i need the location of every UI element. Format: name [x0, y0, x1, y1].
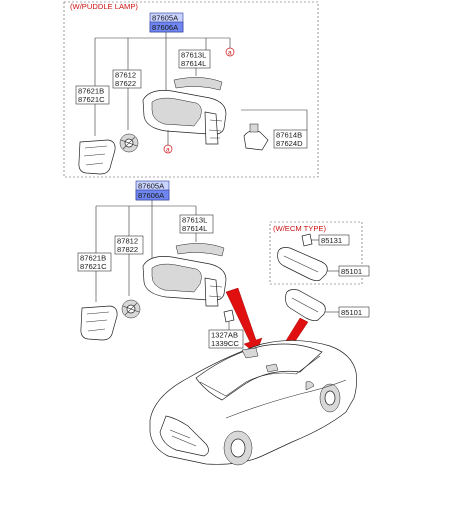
harness-label-b[interactable]: 1339CC	[211, 339, 239, 348]
harness-label-box[interactable]	[208, 329, 244, 349]
glass-label-b-mid[interactable]: 87621C	[80, 262, 107, 271]
sensor-label[interactable]: 85131	[321, 236, 342, 245]
mirror-assy-label-a-mid[interactable]: 87605A	[138, 182, 165, 191]
actuator-label-box[interactable]	[112, 69, 142, 89]
lamp-label-a[interactable]: 87614B	[276, 131, 302, 140]
callout-a-top: a	[228, 50, 232, 57]
mirror-glass-icon[interactable]	[78, 139, 116, 175]
puddle-lamp-icon[interactable]	[243, 130, 269, 151]
mirror-base-icon-mid	[204, 277, 219, 307]
middle-leader-lines	[95, 200, 197, 262]
mirror-assy-label-b[interactable]: 87606A	[152, 23, 179, 32]
inside-mirror-label[interactable]: 85101	[341, 308, 362, 317]
car-illustration	[149, 340, 358, 466]
ecm-panel	[269, 221, 363, 285]
cover-label-a-mid[interactable]: 87613L	[182, 216, 207, 225]
actuator-label-a-mid[interactable]: 87812	[117, 237, 138, 246]
glass-label-box[interactable]	[75, 85, 110, 105]
mirror-assy-label-b-mid[interactable]: 87606A	[138, 191, 165, 200]
glass-label-box-mid[interactable]	[77, 252, 112, 272]
glass-label-a[interactable]: 87621B	[78, 87, 104, 96]
mirror-assy-label-a[interactable]: 87605A	[152, 14, 179, 23]
ecm-mirror-label[interactable]: 85101	[341, 267, 362, 276]
mirror-glass-icon-mid[interactable]	[80, 305, 118, 341]
actuator-label-b[interactable]: 87622	[115, 79, 136, 88]
harness-connector-icon[interactable]	[223, 309, 235, 323]
cover-label-b-mid[interactable]: 87614L	[182, 224, 207, 233]
actuator-label-b-mid[interactable]: 87822	[117, 245, 138, 254]
ecm-title: (W/ECM TYPE)	[273, 224, 326, 233]
lamp-label-box[interactable]	[273, 129, 308, 149]
glass-label-a-mid[interactable]: 87621B	[80, 254, 106, 263]
puddle-lamp-title: (W/PUDDLE LAMP)	[70, 2, 138, 11]
cover-label-b[interactable]: 87614L	[181, 59, 206, 68]
cover-label-a[interactable]: 87613L	[181, 51, 206, 60]
lamp-label-b[interactable]: 87624D	[276, 139, 303, 148]
mirror-cover-icon-mid[interactable]	[175, 243, 225, 257]
mirror-assy-label-highlight	[149, 21, 184, 33]
ecm-inside-mirror-icon[interactable]	[277, 247, 328, 282]
puddle-lamp-panel	[63, 1, 319, 178]
sensor-icon[interactable]	[301, 233, 313, 247]
top-leader-lines	[94, 32, 230, 96]
glass-label-b[interactable]: 87621C	[78, 95, 105, 104]
actuator-label-a[interactable]: 87612	[115, 71, 136, 80]
harness-label-a[interactable]: 1327AB	[211, 331, 238, 340]
callout-a-circle-top	[225, 47, 235, 57]
cover-label-box-mid[interactable]	[179, 214, 214, 234]
mirror-base-icon	[204, 111, 219, 145]
cover-label-box[interactable]	[178, 49, 211, 69]
callout-a-housing: a	[166, 147, 170, 154]
mirror-cover-icon[interactable]	[173, 77, 223, 91]
